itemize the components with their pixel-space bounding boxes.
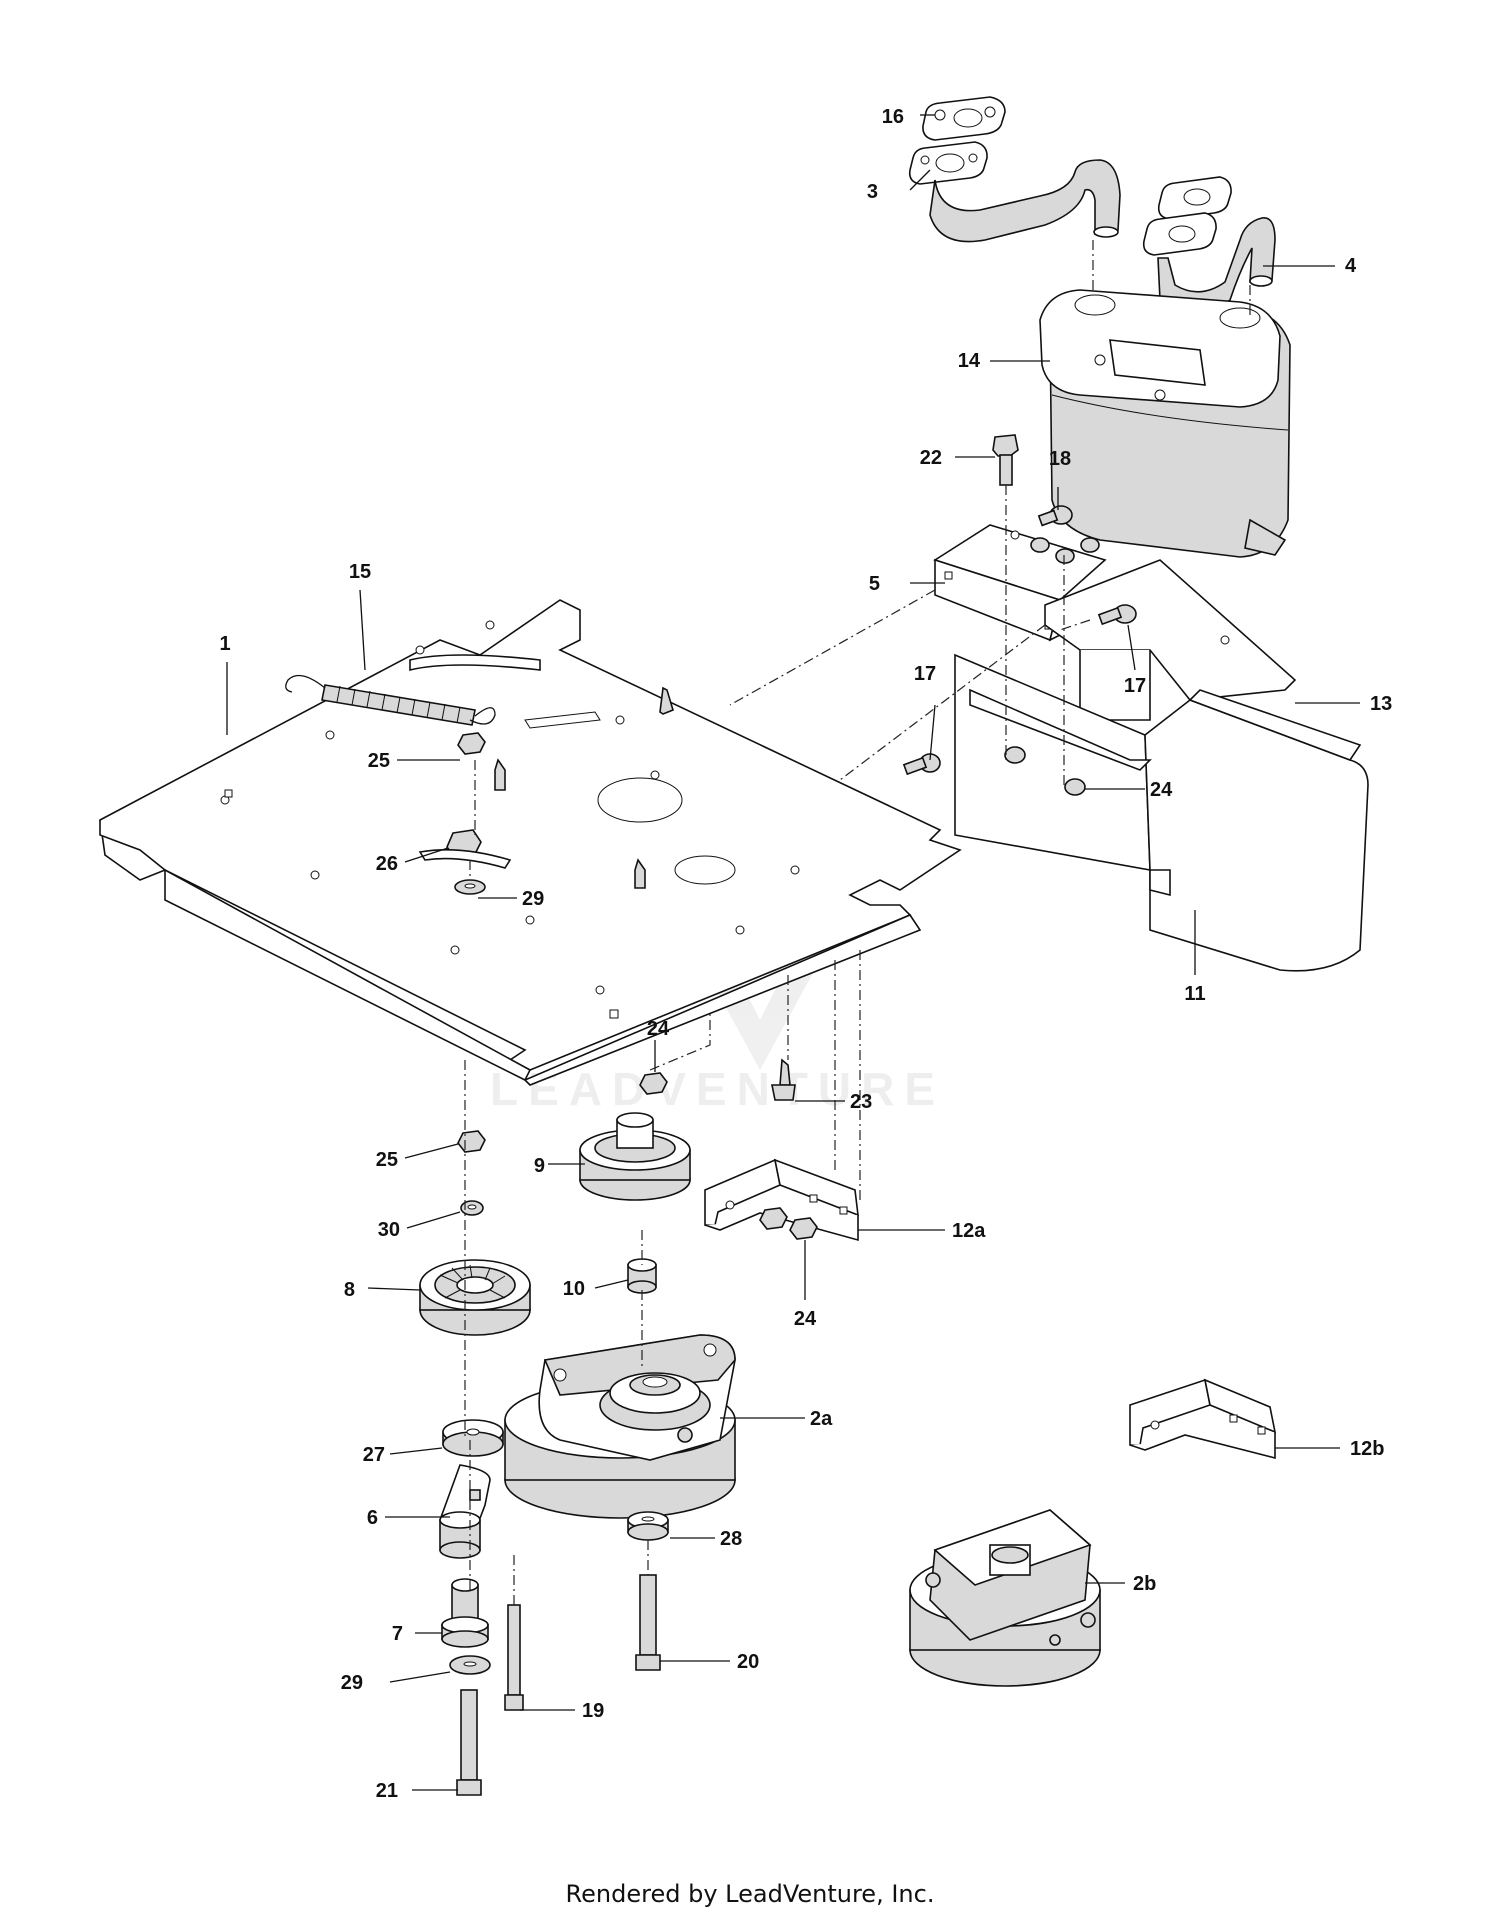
callout-26: 26	[376, 853, 398, 875]
callout-30: 30	[378, 1219, 400, 1241]
callout-2b: 2b	[1133, 1573, 1156, 1595]
part-2b-clutch	[909, 1509, 1101, 1687]
callout-2a: 2a	[810, 1408, 833, 1430]
part-20-bolt	[635, 1574, 661, 1671]
part-24-nut-middle	[639, 1072, 668, 1095]
part-30-washer	[460, 1200, 484, 1216]
callout-10: 10	[563, 1278, 585, 1300]
callout-1: 1	[219, 633, 230, 655]
part-9-pulley	[579, 1112, 691, 1201]
part-29-washer-upper	[418, 848, 512, 895]
callout-5: 5	[869, 573, 880, 595]
callout-16: 16	[882, 106, 904, 128]
part-7-bushing	[441, 1578, 489, 1648]
assembly-lines	[464, 240, 1251, 1605]
callout-8: 8	[344, 1279, 355, 1301]
part-18-bolt	[1037, 505, 1073, 527]
part-8-idler-pulley	[419, 1259, 531, 1336]
callout-25-lower: 25	[376, 1149, 398, 1171]
callout-22: 22	[920, 447, 942, 469]
part-25-nut-lower	[457, 1130, 486, 1153]
callout-9: 9	[534, 1155, 545, 1177]
callout-12b: 12b	[1350, 1438, 1384, 1460]
part-14-muffler	[1039, 289, 1291, 558]
part-2a-clutch	[504, 1334, 736, 1519]
callout-3: 3	[867, 181, 878, 203]
callout-17-lower: 17	[914, 663, 936, 685]
callout-18: 18	[1049, 448, 1071, 470]
callout-29-lower: 29	[341, 1672, 363, 1694]
callout-6: 6	[367, 1507, 378, 1529]
callout-29-upper: 29	[522, 888, 544, 910]
callout-23: 23	[850, 1091, 872, 1113]
callout-15: 15	[349, 561, 371, 583]
callout-28: 28	[720, 1528, 742, 1550]
part-27-washer	[442, 1419, 504, 1457]
callout-labels: 16 3 4 14 22 18 5 17 17 13 24 11 1 15 25…	[219, 106, 1392, 1802]
callout-11: 11	[1184, 983, 1205, 1005]
callout-19: 19	[582, 1700, 604, 1722]
part-1-plate	[99, 599, 962, 1086]
part-29-washer-lower	[449, 1655, 491, 1675]
callout-24-lower: 24	[794, 1308, 817, 1330]
part-21-bolt	[456, 1689, 482, 1796]
part-12a-bracket	[704, 1158, 859, 1242]
callout-4: 4	[1345, 255, 1357, 277]
footer-credit: Rendered by LeadVenture, Inc.	[565, 1880, 935, 1908]
part-17-bolt-upper	[1097, 604, 1137, 626]
callout-27: 27	[363, 1444, 385, 1466]
part-12b-bracket	[1129, 1378, 1277, 1460]
part-13-heat-shield	[1044, 559, 1297, 721]
callout-7: 7	[392, 1623, 403, 1645]
part-16-gasket	[922, 96, 1006, 141]
callout-20: 20	[737, 1651, 759, 1673]
part-28-spacer	[627, 1511, 669, 1541]
callout-21: 21	[376, 1780, 398, 1802]
part-15-spring	[285, 674, 496, 726]
leader-lines	[226, 114, 1360, 1791]
part-10-bushing	[627, 1258, 657, 1294]
callout-25-upper: 25	[368, 750, 390, 772]
part-3-exhaust-pipe	[908, 141, 1121, 243]
part-11-heat-shield	[954, 653, 1369, 972]
part-25-nut-upper	[457, 732, 486, 755]
part-6-idler-arm	[439, 1464, 491, 1559]
part-17-bolt-lower	[902, 753, 941, 776]
part-23-pin	[771, 1058, 796, 1101]
part-19-bolt	[504, 1604, 524, 1711]
callout-24-right: 24	[1150, 779, 1173, 801]
callout-17-upper: 17	[1124, 675, 1146, 697]
callout-13: 13	[1370, 693, 1392, 715]
callout-14: 14	[958, 350, 981, 372]
callout-24-middle: 24	[647, 1018, 670, 1040]
part-4-exhaust-pipe	[1142, 176, 1276, 310]
callout-12a: 12a	[952, 1220, 986, 1242]
part-22-bolt	[992, 434, 1019, 486]
